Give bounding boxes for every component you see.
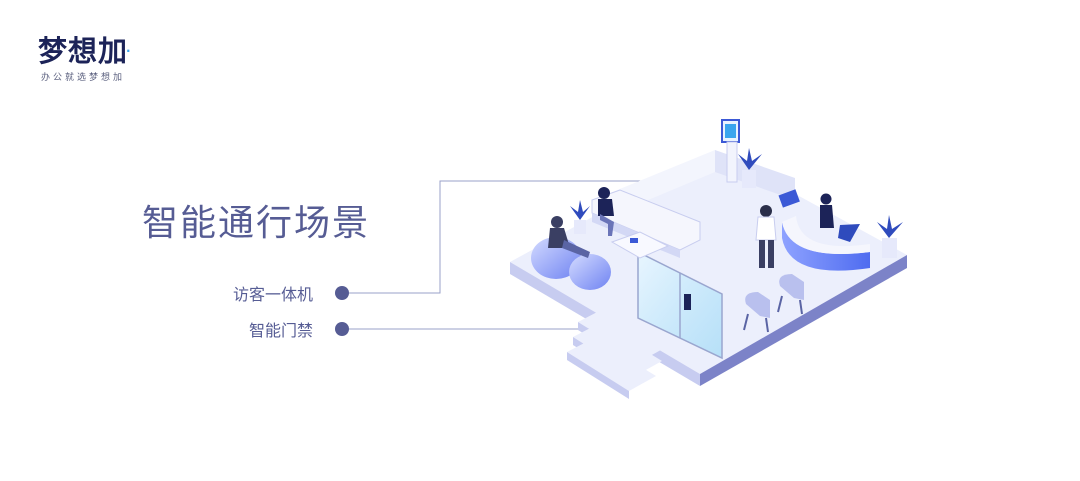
callout-dot-smart-gate — [335, 322, 349, 336]
scene-title: 智能通行场景 — [142, 203, 371, 244]
chair-icon — [777, 274, 804, 315]
plant-icon — [570, 200, 590, 234]
logo-accent-mark: · — [126, 44, 132, 58]
chair-icon — [743, 292, 770, 333]
smart-gate-icon — [637, 250, 723, 360]
plant-icon — [877, 215, 903, 258]
logo-name: 梦想加 — [38, 34, 129, 68]
person-icon — [755, 205, 777, 268]
person-icon — [548, 216, 590, 258]
visitor-kiosk-icon — [721, 119, 740, 183]
callout-dot-visitor-kiosk — [335, 286, 349, 300]
person-icon — [598, 187, 614, 236]
callout-label-visitor-kiosk: 访客一体机 — [233, 285, 314, 304]
plant-icon — [738, 148, 762, 188]
reception-desk-icon — [778, 189, 870, 271]
coffee-table — [610, 231, 670, 259]
brand-logo[interactable]: 梦想加· 办公就选梦想加 — [38, 34, 132, 83]
entrance-steps — [567, 308, 668, 399]
callout-label-smart-gate: 智能门禁 — [249, 321, 314, 340]
logo-tagline: 办公就选梦想加 — [41, 73, 126, 83]
